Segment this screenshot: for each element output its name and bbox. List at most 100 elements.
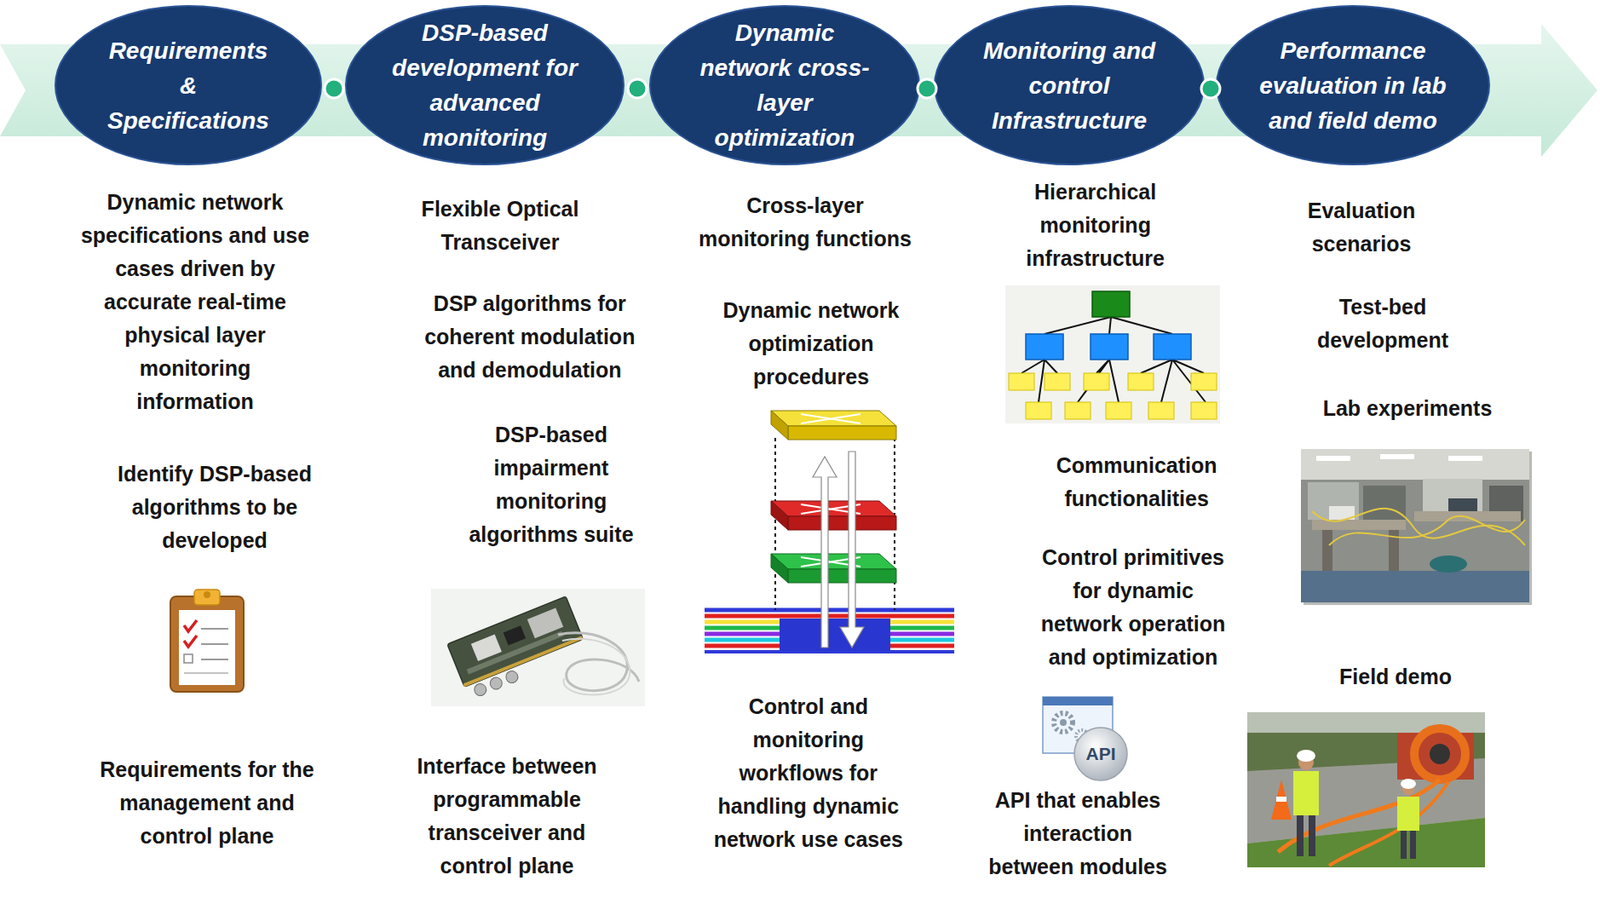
cross-layer-illustration	[788, 516, 897, 530]
chevron-outline	[1231, 153, 1577, 893]
api-icon	[1059, 719, 1067, 726]
chevron-outline	[649, 153, 1011, 893]
hierarchy-tree-icon	[1148, 402, 1175, 420]
text-slot: DSP algorithms for coherent modulation a…	[410, 287, 650, 387]
cross-layer-illustration	[774, 437, 777, 611]
field-demo-photo	[1293, 771, 1319, 816]
column-text: Control primitives for dynamic network o…	[1033, 541, 1234, 674]
field-demo-photo	[1308, 813, 1316, 857]
icon-label: API	[1085, 743, 1116, 765]
hierarchy-tree-icon	[1105, 402, 1132, 420]
clipboard-icon	[203, 591, 211, 599]
text-slot: Requirements for the management and cont…	[87, 753, 327, 853]
text-slot: Control and monitoring workflows for han…	[699, 690, 917, 857]
hierarchy-tree-icon	[1025, 333, 1064, 360]
transceiver-board-photo	[466, 631, 565, 675]
hierarchy-tree-icon	[1008, 373, 1217, 420]
text-slot: DSP-based impairment monitoring algorith…	[444, 418, 658, 552]
stage-chevron: Dynamic network specifications and use c…	[71, 153, 414, 893]
lab-photo	[1422, 478, 1483, 512]
field-demo-photo	[1400, 778, 1416, 789]
hierarchy-tree-icon	[1191, 373, 1217, 391]
hierarchy-tree-icon	[1021, 316, 1206, 403]
column-text: DSP-based impairment monitoring algorith…	[444, 418, 658, 552]
cross-layer-illustration	[771, 500, 897, 517]
field-demo-photo	[1414, 728, 1466, 780]
text-slot: Dynamic network specifications and use c…	[80, 185, 311, 419]
api-icon	[1074, 727, 1128, 781]
cross-layer-illustration	[771, 500, 789, 530]
stage-chevron: Hierarchical monitoring infrastructureCo…	[950, 153, 1291, 893]
header-text: Performance evaluation in lab and field …	[1254, 33, 1451, 139]
clipboard-icon	[170, 596, 244, 692]
cross-layer-illustration	[779, 618, 891, 651]
header-text: Requirements & Specifications	[103, 33, 274, 139]
clipboard-icon	[178, 610, 236, 685]
lab-photo	[1300, 448, 1532, 605]
hierarchy-tree-icon	[1025, 402, 1052, 420]
hierarchy-tree-icon	[1090, 333, 1129, 360]
api-icon	[1053, 713, 1073, 732]
hierarchy-tree-icon	[1064, 402, 1091, 420]
lab-photo	[1312, 519, 1406, 530]
hierarchy-tree-icon	[1128, 373, 1154, 391]
header-text: Monitoring and control Infrastructure	[978, 33, 1162, 139]
text-slot: Test-bed development	[1297, 290, 1468, 357]
field-demo-photo	[1271, 779, 1292, 820]
transceiver-board-photo	[503, 625, 526, 645]
cross-layer-illustration	[771, 553, 897, 570]
lab-photo	[1429, 555, 1468, 573]
field-demo-photo	[1296, 749, 1316, 762]
lab-photo	[1363, 485, 1406, 520]
chevron-outline	[353, 153, 709, 893]
transceiver-board-photo	[471, 633, 502, 662]
hierarchy-tree-icon	[1008, 373, 1035, 391]
transceiver-board-photo	[472, 681, 489, 697]
lab-photo	[1329, 516, 1526, 546]
lab-photo	[1312, 508, 1526, 546]
hierarchy-tree-icon	[1005, 285, 1221, 424]
lab-photo	[1316, 455, 1351, 461]
clipboard-icon	[194, 589, 220, 605]
column-text: Identify DSP-based algorithms to be deve…	[95, 457, 334, 558]
field-demo-photo	[1276, 796, 1287, 802]
header-text: Dynamic network cross-layer optimization	[693, 15, 877, 156]
column-text: Control and monitoring workflows for han…	[699, 690, 917, 857]
transceiver-board-photo	[431, 588, 645, 707]
text-slot: Control primitives for dynamic network o…	[1033, 541, 1234, 674]
stage-chevron: Flexible Optical TransceiverDSP algorith…	[353, 153, 709, 893]
ellipse-outline	[345, 5, 624, 165]
header-ellipse: Monitoring and control Infrastructure	[932, 4, 1206, 167]
field-demo-photo	[1429, 743, 1451, 765]
chevron-outline	[1231, 153, 1577, 893]
api-icon	[1042, 696, 1113, 706]
hierarchy-tree-icon	[1005, 285, 1221, 424]
step-dot	[324, 79, 344, 98]
cross-layer-illustration	[771, 410, 789, 440]
field-demo-photo	[1247, 712, 1485, 868]
column-text: Evaluation scenarios	[1276, 194, 1447, 261]
lab-photo	[1448, 498, 1478, 512]
cross-layer-illustration	[788, 425, 897, 440]
ellipse-outline	[650, 5, 920, 165]
stage-chevron: Cross-layer monitoring functionsDynamic …	[649, 153, 1011, 893]
cross-layer-illustration	[788, 569, 897, 583]
text-slot: Field demo	[1310, 660, 1481, 694]
transceiver-board-photo	[447, 596, 583, 687]
cross-layer-illustration	[840, 451, 864, 648]
column-text: Field demo	[1310, 660, 1481, 694]
transceiver-board-photo	[431, 588, 645, 707]
column-text: Hierarchical monitoring infrastructure	[984, 175, 1207, 276]
cross-layer-illustration	[704, 608, 955, 613]
clipboard-icon	[184, 635, 197, 647]
column-text: Requirements for the management and cont…	[87, 753, 327, 853]
cross-layer-illustration	[704, 410, 955, 652]
column-text: Dynamic network optimization procedures	[708, 293, 914, 394]
cross-layer-illustration	[771, 410, 897, 426]
text-slot: Communication functionalities	[1034, 448, 1239, 516]
clipboard-icon	[201, 643, 229, 645]
lab-photo	[1414, 511, 1521, 522]
cross-layer-illustration	[800, 414, 861, 424]
hierarchy-tree-icon	[1077, 359, 1119, 403]
text-slot: Lab experiments	[1305, 391, 1510, 426]
